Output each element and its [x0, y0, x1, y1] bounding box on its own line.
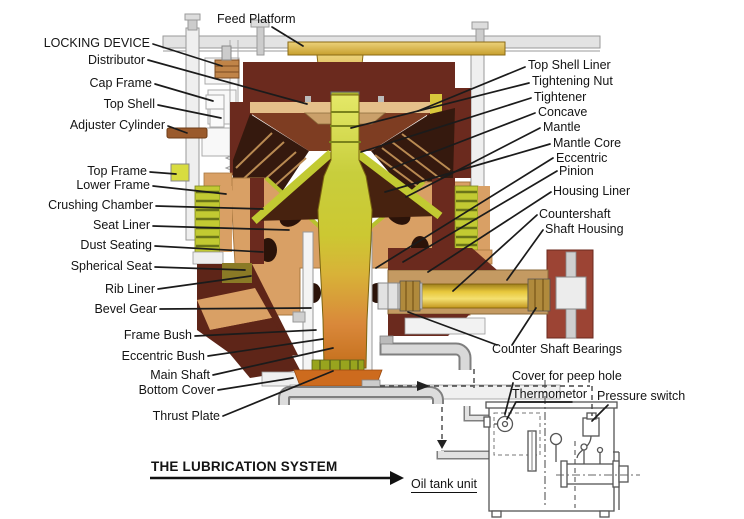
- label-top-frame: Top Frame: [87, 164, 147, 178]
- label-adjuster-cylinder: Adjuster Cylinder: [69, 118, 165, 132]
- peep-hole-cover-circle: [496, 415, 514, 433]
- label-feed-platform: Feed Platform: [217, 12, 296, 26]
- oil-tank-unit-drawing: [483, 401, 629, 518]
- lubrication-system-heading: THE LUBRICATION SYSTEM: [151, 459, 338, 474]
- label-thrust-plate: Thrust Plate: [152, 409, 220, 423]
- label-housing-liner: Housing Liner: [553, 184, 631, 198]
- label-dust-seating: Dust Seating: [80, 238, 152, 252]
- label-mantle-core: Mantle Core: [553, 136, 622, 150]
- label-shaft-housing: Shaft Housing: [545, 222, 624, 236]
- label-rib-liner: Rib Liner: [104, 282, 155, 296]
- label-tightening-nut: Tightening Nut: [532, 74, 613, 88]
- label-bevel-gear: Bevel Gear: [94, 302, 157, 316]
- label-seat-liner: Seat Liner: [93, 218, 150, 232]
- label-locking-device: LOCKING DEVICE: [43, 36, 150, 50]
- countershaft-assembly: [377, 248, 594, 339]
- label-lower-frame: Lower Frame: [76, 178, 150, 192]
- label-eccentric-bush: Eccentric Bush: [121, 349, 205, 363]
- label-oil-tank-unit: Oil tank unit: [411, 477, 478, 494]
- label-frame-bush: Frame Bush: [123, 328, 192, 342]
- flow-arrowheads: [417, 381, 447, 449]
- cooler-cylinder: [565, 463, 615, 485]
- lower-frame-wedge: [197, 263, 300, 378]
- label-top-shell-liner: Top Shell Liner: [528, 58, 611, 72]
- label-bottom-cover: Bottom Cover: [138, 383, 215, 397]
- label-distributor: Distributor: [88, 53, 145, 67]
- label-top-shell: Top Shell: [103, 97, 155, 111]
- pressure-gauge: [549, 432, 563, 446]
- label-countershaft: Countershaft: [539, 207, 611, 221]
- label-tightener: Tightener: [534, 90, 587, 104]
- label-pressure-switch: Pressure switch: [597, 389, 686, 403]
- label-spherical-seat: Spherical Seat: [70, 259, 152, 273]
- label-pinion: Pinion: [559, 164, 594, 178]
- label-concave: Concave: [538, 105, 588, 119]
- label-crushing-chamber: Crushing Chamber: [48, 198, 153, 212]
- label-main-shaft: Main Shaft: [150, 368, 210, 382]
- lubrication-pipes: [278, 335, 489, 460]
- flow-dashed-lines: [380, 369, 640, 508]
- label-mantle: Mantle: [543, 120, 581, 134]
- leader-lines: [147, 26, 609, 422]
- lubrication-arrow: [150, 471, 404, 485]
- label-cover-for-peep-hole: Cover for peep hole: [512, 369, 622, 383]
- label-eccentric: Eccentric: [556, 151, 608, 165]
- label-cap-frame: Cap Frame: [89, 76, 152, 90]
- pressure-switch-box: [582, 417, 600, 437]
- main-shaft-shape: [317, 91, 373, 369]
- label-thermometor: Thermometor: [512, 387, 588, 401]
- label-counter-shaft-bearings: Counter Shaft Bearings: [492, 342, 622, 356]
